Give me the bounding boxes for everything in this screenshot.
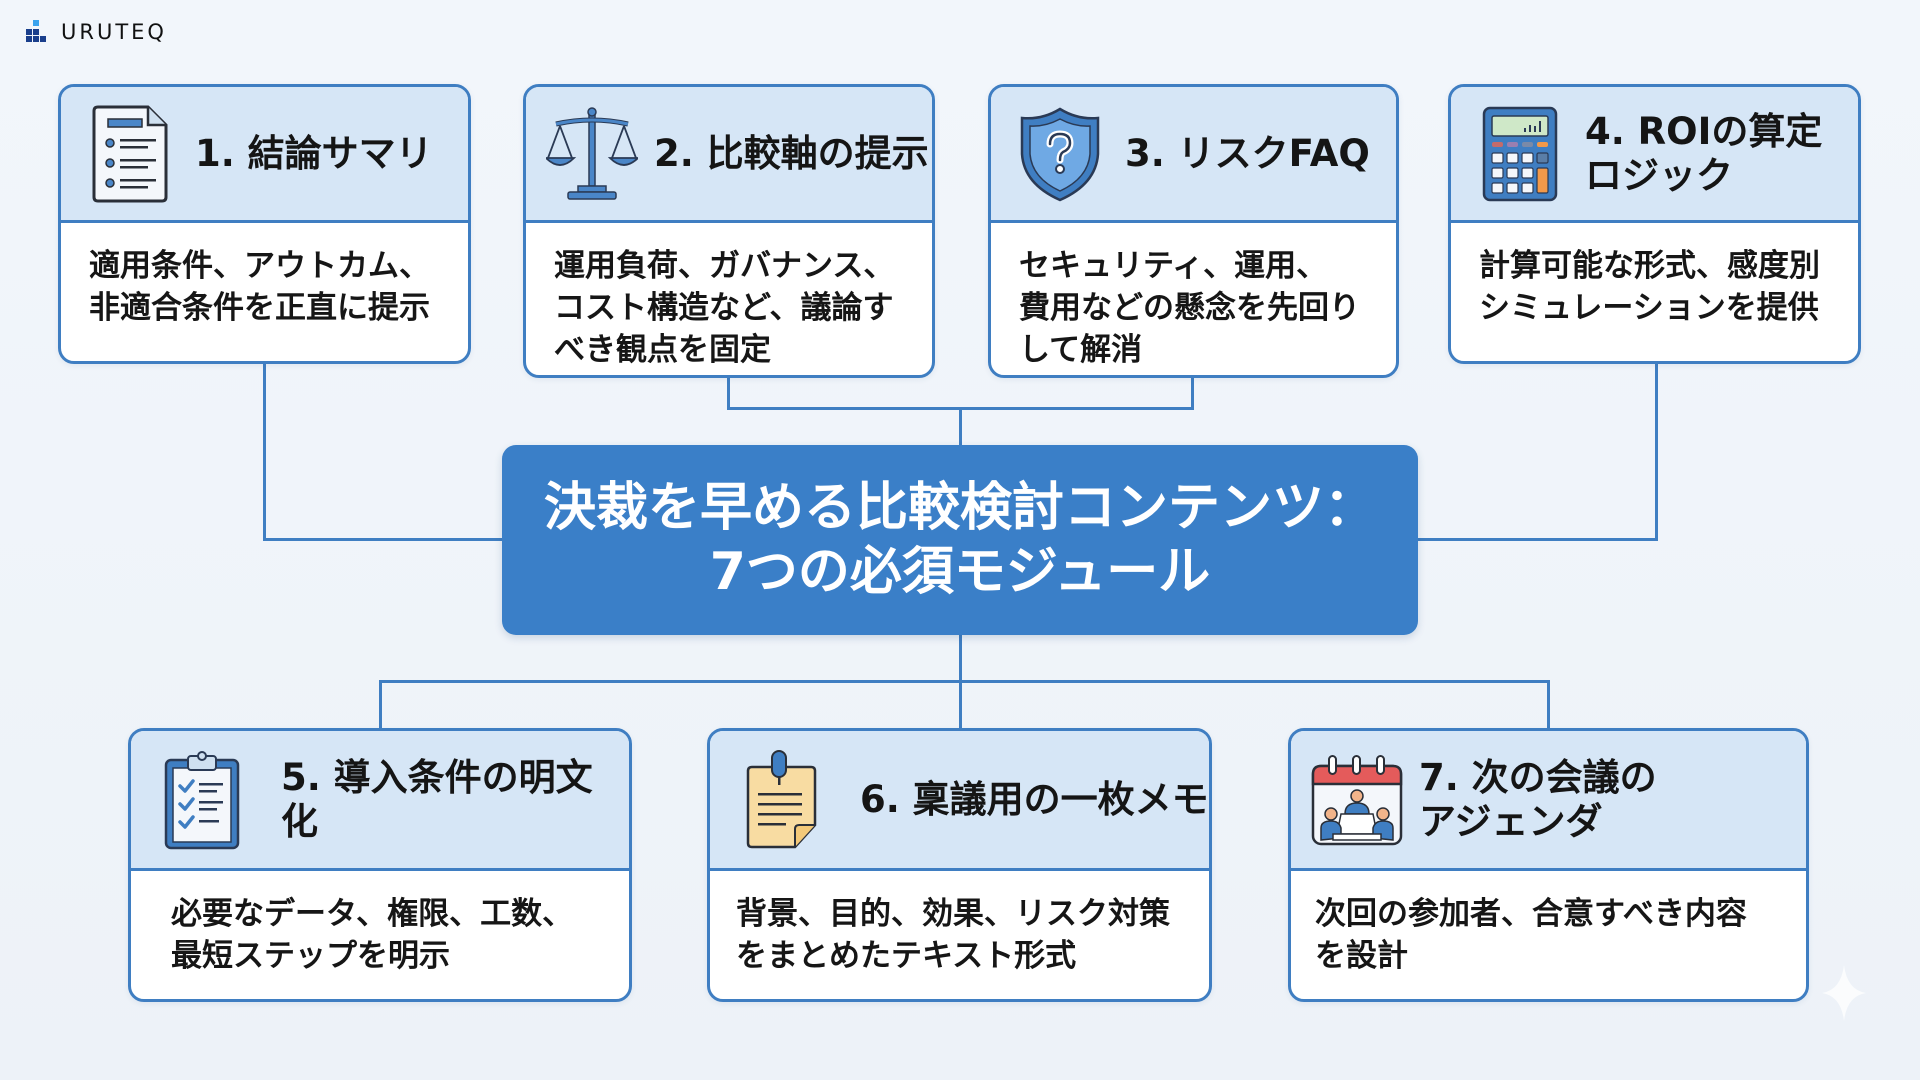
sparkle-icon [1822,965,1866,1021]
description-line: 背景、目的、効果、リスク対策 [736,896,1170,932]
central-title-box: 決裁を早める比較検討コンテンツ： 7つの必須モジュール [502,445,1418,635]
brand-name: URUTEQ [61,20,167,44]
description-line: シミュレーションを提供 [1479,290,1819,326]
module-title: 6. 稟議用の一枚メモ [860,777,1209,821]
module-description: 運用負荷、ガバナンス、 コスト構造など、議論す べき観点を固定 [526,223,932,371]
description-line: 運用負荷、ガバナンス、 [554,248,895,284]
module-card-3: 3. リスクFAQ セキュリティ、運用、 費用などの懸念を先回り して解消 [988,84,1399,378]
module-title-line: 4. ROIの算定 [1585,109,1823,153]
central-title-line2: 7つの必須モジュール [709,542,1211,602]
module-title: 5. 導入条件の明文化 [281,755,593,843]
description-line: セキュリティ、運用、 [1019,248,1328,284]
connector [263,363,266,541]
description-line: 最短ステップを明示 [171,938,450,974]
description-line: べき観点を固定 [554,332,771,368]
description-line: 適用条件、アウトカム、 [89,248,430,284]
module-description: 次回の参加者、合意すべき内容 を設計 [1291,871,1806,977]
module-description: 背景、目的、効果、リスク対策 をまとめたテキスト形式 [710,871,1209,977]
module-card-2: 2. 比較軸の提示 運用負荷、ガバナンス、 コスト構造など、議論す べき観点を固… [523,84,935,378]
description-line: 費用などの懸念を先回り [1019,290,1360,326]
description-line: を設計 [1315,938,1408,974]
connector [1547,680,1550,729]
shield-question-icon [1017,104,1103,204]
module-title-line: 7. 次の会議の [1419,755,1657,799]
balance-scale-icon [546,104,638,204]
calculator-icon [1477,104,1563,204]
module-title: 2. 比較軸の提示 [654,131,929,175]
connector [263,538,503,541]
module-title-line: ロジック [1585,153,1733,197]
document-list-icon [87,104,173,204]
central-title-line1: 決裁を早める比較検討コンテンツ： [543,478,1376,538]
description-line: 計算可能な形式、感度別 [1479,248,1820,284]
clipboard-checklist-icon [159,750,245,850]
description-line: して解消 [1019,332,1143,368]
module-title: 4. ROIの算定 ロジック [1585,110,1822,198]
connector [727,377,730,410]
connector [959,407,962,446]
description-line: コスト構造など、議論す [554,290,894,326]
connector [1655,363,1658,541]
module-card-5: 5. 導入条件の明文化 必要なデータ、権限、工数、 最短ステップを明示 [128,728,632,1002]
module-description: 必要なデータ、権限、工数、 最短ステップを明示 [131,871,629,977]
bar-blocks-logo-icon [26,20,46,42]
module-card-1: 1. 結論サマリ 適用条件、アウトカム、 非適合条件を正直に提示 [58,84,471,364]
module-description: 適用条件、アウトカム、 非適合条件を正直に提示 [61,223,468,329]
connector [379,680,382,729]
module-card-4: 4. ROIの算定 ロジック 計算可能な形式、感度別 シミュレーションを提供 [1448,84,1861,364]
calendar-meeting-icon [1309,750,1405,850]
description-line: 必要なデータ、権限、工数、 [171,896,574,932]
module-title: 7. 次の会議の アジェンダ [1419,756,1657,844]
module-card-7: 7. 次の会議の アジェンダ 次回の参加者、合意すべき内容 を設計 [1288,728,1809,1002]
description-line: 次回の参加者、合意すべき内容 [1315,896,1747,932]
connector [1417,538,1658,541]
description-line: をまとめたテキスト形式 [736,938,1077,974]
description-line: 非適合条件を正直に提示 [89,290,430,326]
module-description: セキュリティ、運用、 費用などの懸念を先回り して解消 [991,223,1396,371]
brand-logo: URUTEQ [24,20,167,44]
module-title: 1. 結論サマリ [195,131,433,175]
connector [379,680,1550,683]
module-description: 計算可能な形式、感度別 シミュレーションを提供 [1451,223,1858,329]
module-title: 3. リスクFAQ [1125,131,1370,175]
pinned-memo-icon [738,749,824,850]
connector [1191,377,1194,410]
module-title-line: アジェンダ [1419,799,1603,843]
module-card-6: 6. 稟議用の一枚メモ 背景、目的、効果、リスク対策 をまとめたテキスト形式 [707,728,1212,1002]
